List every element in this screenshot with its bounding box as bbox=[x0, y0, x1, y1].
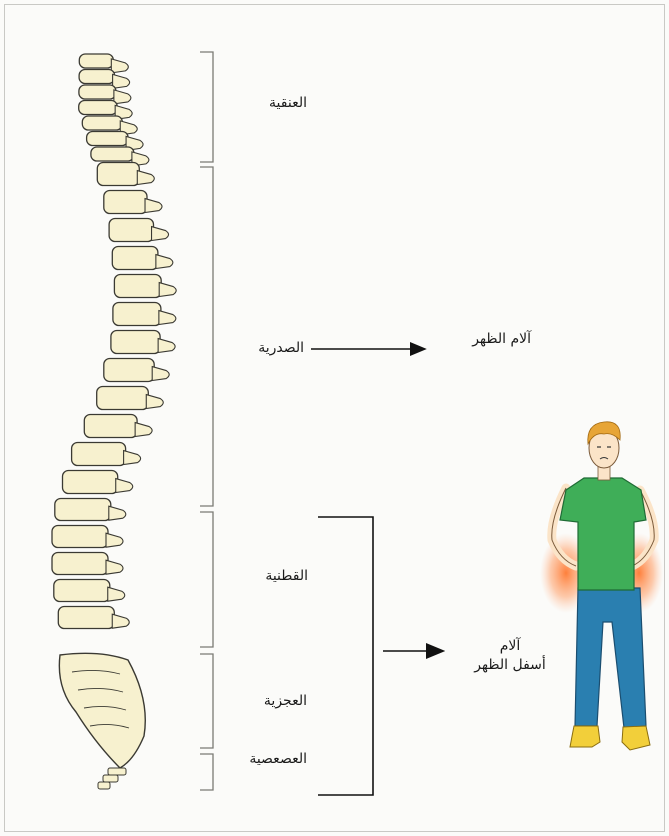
vertebra-process bbox=[158, 339, 175, 353]
bracket-coccygeal bbox=[200, 754, 213, 790]
label-lumbar: القطنية bbox=[265, 567, 308, 585]
vertebra-cervical bbox=[82, 116, 122, 130]
vertebra-process bbox=[159, 311, 176, 325]
vertebra-process bbox=[109, 506, 126, 520]
label-thoracic: الصدرية bbox=[258, 339, 304, 357]
vertebra-thoracic bbox=[63, 471, 118, 494]
vertebra-process bbox=[137, 171, 154, 185]
vertebra-cervical bbox=[79, 101, 118, 115]
vertebra-process bbox=[159, 283, 176, 297]
vertebra-cervical bbox=[79, 85, 116, 99]
vertebra-cervical bbox=[79, 70, 115, 84]
label-lower-back-pain-line1: آلام bbox=[464, 637, 556, 655]
vertebra-process bbox=[124, 451, 141, 465]
vertebra-lumbar bbox=[52, 526, 108, 548]
bracket-lumbar bbox=[200, 512, 213, 647]
vertebra-process bbox=[152, 227, 169, 241]
vertebra-thoracic bbox=[97, 387, 149, 410]
vertebra-thoracic bbox=[72, 443, 126, 466]
label-cervical: العنقية bbox=[269, 94, 307, 112]
vertebra-process bbox=[113, 74, 130, 88]
vertebra-cervical bbox=[91, 147, 134, 161]
vertebra-lumbar bbox=[58, 607, 114, 629]
label-coccygeal: العصعصية bbox=[249, 750, 307, 768]
vertebra-process bbox=[106, 560, 123, 574]
vertebra-thoracic bbox=[104, 359, 154, 382]
shoe-left bbox=[570, 726, 600, 747]
coccyx-segment bbox=[108, 768, 126, 775]
vertebra-cervical bbox=[79, 54, 113, 68]
vertebra-thoracic bbox=[111, 331, 160, 354]
bracket-thoracic bbox=[200, 167, 213, 506]
vertebra-thoracic bbox=[113, 303, 161, 326]
pants bbox=[575, 588, 646, 728]
vertebra-process bbox=[111, 59, 128, 73]
vertebra-process bbox=[145, 199, 162, 213]
label-back-pain: آلام الظهر bbox=[472, 330, 531, 348]
vertebra-thoracic bbox=[97, 163, 139, 186]
vertebra-process bbox=[106, 533, 123, 547]
vertebra-process bbox=[108, 587, 125, 601]
person-back-pain-illustration bbox=[540, 422, 663, 750]
label-sacral: العجزية bbox=[264, 692, 307, 710]
vertebra-process bbox=[135, 423, 152, 437]
vertebra-thoracic bbox=[112, 247, 158, 270]
vertebra-thoracic bbox=[109, 219, 153, 242]
spine-illustration bbox=[52, 54, 176, 789]
vertebra-lumbar bbox=[54, 580, 110, 602]
vertebra-lumbar bbox=[52, 553, 108, 575]
label-lower-back-pain-line2: أسفل الظهر bbox=[456, 656, 564, 674]
region-brackets bbox=[200, 52, 213, 790]
vertebra-process bbox=[114, 90, 131, 104]
vertebra-process bbox=[112, 614, 129, 628]
vertebra-process bbox=[146, 395, 163, 409]
coccyx-segment bbox=[103, 775, 118, 782]
group-bracket-lower bbox=[318, 517, 373, 795]
vertebra-thoracic bbox=[84, 415, 137, 438]
vertebra-thoracic bbox=[104, 191, 147, 214]
vertebra-process bbox=[116, 479, 133, 493]
bracket-sacral bbox=[200, 654, 213, 748]
vertebra-thoracic bbox=[114, 275, 161, 298]
vertebra-process bbox=[152, 367, 169, 381]
bracket-cervical bbox=[200, 52, 213, 162]
vertebra-process bbox=[156, 255, 173, 269]
shoe-right bbox=[622, 726, 650, 750]
coccyx-segment bbox=[98, 782, 110, 789]
vertebra-lumbar bbox=[55, 499, 111, 521]
vertebra-cervical bbox=[87, 132, 129, 146]
